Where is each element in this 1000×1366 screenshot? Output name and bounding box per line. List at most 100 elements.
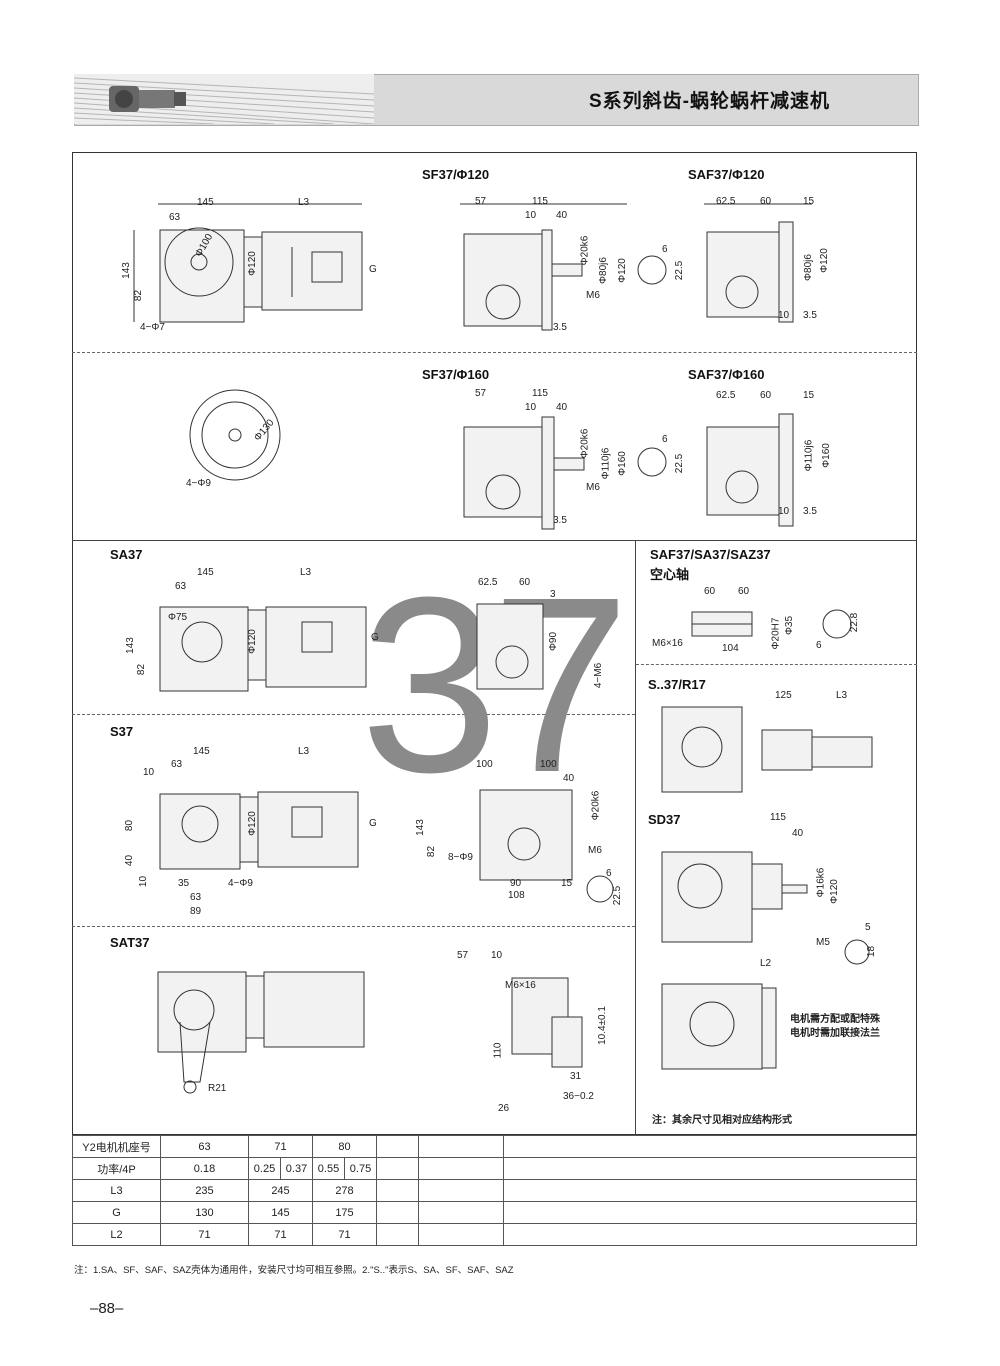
table-cell: 278 <box>312 1179 377 1202</box>
dim-label: L2 <box>760 958 772 969</box>
dim-label: 143 <box>120 262 132 279</box>
dim-label: 82 <box>133 289 145 302</box>
dim-label: Φ16k6 <box>815 867 827 898</box>
dim-label: G <box>369 264 377 275</box>
dim-label: 110 <box>492 1042 504 1059</box>
table-row: G 130 145 175 <box>72 1201 917 1224</box>
dim-label: 10 <box>778 506 790 517</box>
drawing-sat37 <box>157 971 583 1094</box>
table-row: Y2电机机座号 63 71 80 <box>72 1135 917 1158</box>
dim-label: Φ20k6 <box>590 790 602 821</box>
dim-label: 90 <box>510 878 522 889</box>
dim-label: 60 <box>760 196 772 207</box>
dim-label: Φ120 <box>246 629 258 654</box>
dim-label: Φ20k6 <box>579 428 591 459</box>
footnote: 注：1.SA、SF、SAF、SAZ壳体为通用件，安装尺寸均可相互参照。2."S.… <box>74 1265 514 1276</box>
table-cell: 245 <box>248 1179 313 1202</box>
table-row: L2 71 71 71 <box>72 1223 917 1246</box>
dim-label: G <box>369 818 377 829</box>
dim-label: 40 <box>556 210 568 221</box>
gear-reducer-icon <box>109 86 186 112</box>
dim-label: Φ20k6 <box>579 235 591 266</box>
dim-label: 40 <box>563 773 575 784</box>
dim-label: 62.5 <box>716 196 736 207</box>
dim-label: 22.5 <box>612 885 624 906</box>
page-title: S系列斜齿-蜗轮蜗杆减速机 <box>588 91 830 112</box>
dim-label: L3 <box>836 690 848 701</box>
dim-label: Φ75 <box>168 612 188 623</box>
dim-label: 100 <box>476 759 493 770</box>
dim-label: M6 <box>586 290 600 301</box>
table-cell: 0.25 <box>248 1157 281 1180</box>
dim-label: 143 <box>414 819 426 836</box>
dim-label: 22.5 <box>674 260 686 281</box>
dim-label: Φ120 <box>246 811 258 836</box>
dim-label: 125 <box>775 690 792 701</box>
divider <box>636 664 917 665</box>
dim-label: Φ120 <box>828 879 840 904</box>
drawing-saf37-120 <box>704 203 812 323</box>
row-label: G <box>72 1201 161 1224</box>
table-cell: 0.18 <box>160 1157 249 1180</box>
table-cell: 71 <box>160 1223 249 1246</box>
dim-label: 145 <box>197 567 214 578</box>
dim-label: 4−M6 <box>593 662 605 689</box>
dim-label: 145 <box>197 197 214 208</box>
dim-label: 62.5 <box>478 577 498 588</box>
dim-label: 63 <box>190 892 202 903</box>
dim-label: M6 <box>586 482 600 493</box>
dim-label: 63 <box>171 759 183 770</box>
dim-label: R21 <box>208 1083 227 1094</box>
dim-label: 6 <box>816 640 822 651</box>
section-label: S37 <box>110 724 134 739</box>
table-cell: 0.37 <box>280 1157 313 1180</box>
drawing-sd37 <box>661 851 870 965</box>
dim-label: 18 <box>866 945 878 958</box>
row-label: Y2电机机座号 <box>72 1135 161 1158</box>
table-cell: 145 <box>248 1201 313 1224</box>
dim-label: 63 <box>169 212 181 223</box>
dim-label: 10 <box>778 310 790 321</box>
table-cell: 71 <box>248 1223 313 1246</box>
dim-label: Φ20H7 <box>770 617 782 650</box>
dim-label: 10.4±0.1 <box>596 1006 608 1045</box>
header-stripes <box>74 74 374 124</box>
drawing-saf37-160 <box>706 413 794 527</box>
drawing-s-top <box>133 203 363 323</box>
dim-label: 31 <box>570 1071 582 1082</box>
table-cell: 130 <box>160 1201 249 1224</box>
dim-label: 5 <box>865 922 871 933</box>
dim-label: 145 <box>193 746 210 757</box>
dim-label: 60 <box>704 586 716 597</box>
dim-label: Φ90 <box>548 631 560 652</box>
dim-label: 40 <box>124 854 136 867</box>
table-cell: 235 <box>160 1179 249 1202</box>
divider <box>635 540 636 1135</box>
dim-label: Φ120 <box>818 248 830 273</box>
dim-label: 36−0.2 <box>563 1091 594 1102</box>
table-cell: 175 <box>312 1201 377 1224</box>
section-sublabel: 空心轴 <box>650 567 690 582</box>
dim-label: 115 <box>532 196 548 207</box>
dim-label: 40 <box>792 828 804 839</box>
dim-label: 108 <box>508 890 525 901</box>
section-label: SF37/Φ160 <box>422 367 490 382</box>
dim-label: 22.8 <box>849 612 861 633</box>
dim-label: 3 <box>550 589 556 600</box>
page-number: –88– <box>90 1300 124 1317</box>
drawing-frame <box>72 152 917 1135</box>
dim-label: 80 <box>124 819 136 832</box>
dim-label: 10 <box>525 402 537 413</box>
dim-label: 89 <box>190 906 202 917</box>
section-label: SF37/Φ120 <box>422 167 490 182</box>
section-label: SAT37 <box>110 935 150 950</box>
dim-label: 10 <box>138 875 150 888</box>
row-label: L3 <box>72 1179 161 1202</box>
dim-label: 15 <box>803 390 815 401</box>
dim-label: 40 <box>556 402 568 413</box>
technical-drawings <box>133 203 873 1094</box>
dim-label: M5 <box>816 937 830 948</box>
dim-label: 35 <box>178 878 190 889</box>
motor-note: 电机需方配或配特殊 <box>790 1014 880 1025</box>
dim-label: Φ160 <box>820 443 832 468</box>
